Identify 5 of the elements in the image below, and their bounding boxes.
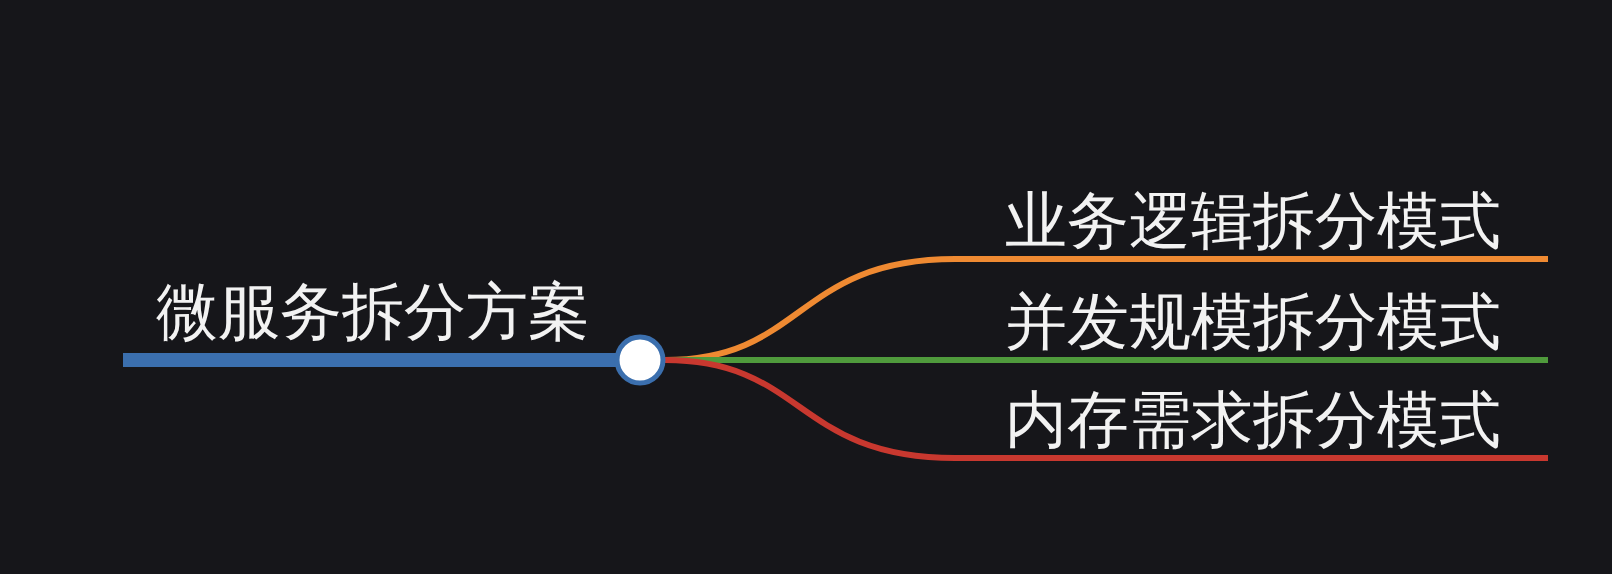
branch-connector	[664, 357, 956, 461]
root-topic-text: 微服务拆分方案	[156, 277, 590, 347]
subtopic-text: 内存需求拆分模式	[1005, 385, 1501, 455]
subtopic-text: 并发规模拆分模式	[1005, 287, 1501, 357]
subtopic-text: 业务逻辑拆分模式	[1005, 186, 1501, 256]
